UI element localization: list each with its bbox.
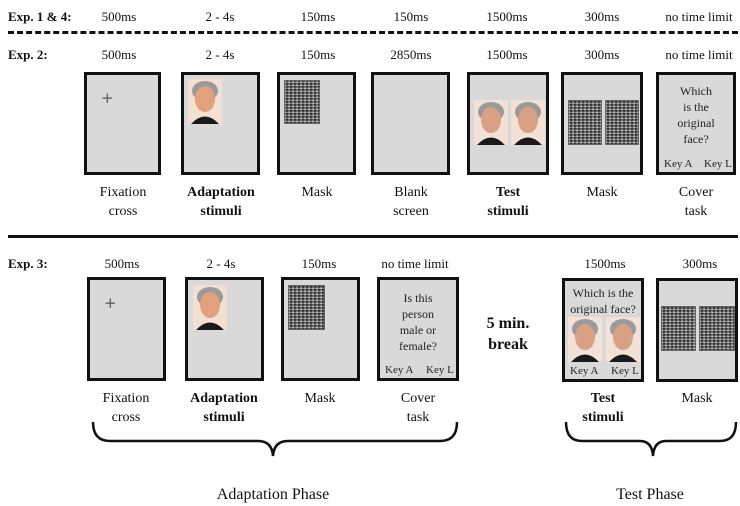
question-line: Which [680,84,712,98]
mask-noise-b-image [605,100,639,145]
cover-question-exp3: Is this person male or female? [380,290,456,354]
question-line: female? [399,339,437,353]
row3-timing-2: 2 - 4s [206,256,236,271]
row2-timing-2: 2 - 4s [205,47,235,62]
fixation-screen-exp3: + [87,277,166,381]
fixation-cross-exp3: + [104,294,117,312]
test-face-b-image-exp3 [606,317,640,362]
row1-timing-3: 150ms [300,9,336,24]
adaptation-phase-brace [91,421,459,457]
row1-timing-2: 2 - 4s [205,9,235,24]
key-l-label-exp3b: Key L [611,365,639,377]
question-line: is the [683,100,709,114]
question-line: Is this [403,291,433,305]
adaptation-screen-exp3 [185,277,264,381]
question-line: person [402,307,434,321]
mask-screen-2 [561,72,643,175]
test-face-a-image [474,100,508,145]
question-line: original [677,116,715,130]
key-l-label: Key L [704,158,732,170]
row3-timing-1: 500ms [104,256,140,271]
cover-task-screen: Which is the original face? Key A Key L [656,72,736,175]
question-line: male or [399,323,437,337]
fixation-screen: + [84,72,161,175]
row3-timing-6: 300ms [682,256,718,271]
key-a-label: Key A [664,158,693,170]
test-face-a-image-exp3 [568,317,602,362]
adaptation-screen [181,72,260,175]
caption-mask-exp3: Mask [304,391,336,406]
caption-mask-exp3b: Mask [681,391,713,406]
mask-screen-exp3b [656,278,738,382]
test-screen-exp3: Which is the original face? Key A Key L [562,278,644,382]
row2-timing-5: 1500ms [486,47,528,62]
row3-timing-5: 1500ms [584,256,626,271]
mask-noise-image-exp3 [288,285,325,330]
solid-separator [8,235,738,238]
row2-label: Exp. 2: [8,47,48,62]
mask-noise-a-image-exp3 [661,306,696,351]
row2-timing-4: 2850ms [390,47,432,62]
cover-task-screen-exp3: Is this person male or female? Key A Key… [377,277,459,381]
question-line: Which is the [572,286,634,300]
mask-screen [277,72,356,175]
fixation-cross: + [101,89,114,107]
row1-timing-5: 1500ms [486,9,528,24]
mask-noise-image [284,80,320,124]
question-line: original face? [570,302,636,316]
mask-screen-exp3 [281,277,360,381]
row1-timing-7: no time limit [665,9,733,24]
caption-mask: Mask [301,185,333,200]
adaptation-face-image [188,79,222,124]
row3-label: Exp. 3: [8,256,48,271]
key-a-label-exp3b: Key A [570,365,599,377]
dashed-separator [8,31,738,34]
cover-question: Which is the original face? [659,83,733,147]
row1-timing-4: 150ms [393,9,429,24]
test-phase-label: Test Phase [616,486,684,503]
break-label: 5 min.break [486,315,530,353]
blank-screen [371,72,450,175]
row1-timing-6: 300ms [584,9,620,24]
row3-timing-4: no time limit [381,256,449,271]
test-screen [467,72,549,175]
mask-noise-a-image [568,100,602,145]
caption-mask-2: Mask [586,185,618,200]
row2-timing-7: no time limit [665,47,733,62]
key-l-label-exp3: Key L [426,364,454,376]
question-line: face? [683,132,709,146]
row2-timing-3: 150ms [300,47,336,62]
mask-noise-b-image-exp3 [699,306,735,351]
row2-timing-6: 300ms [584,47,620,62]
row1-label: Exp. 1 & 4: [8,9,72,24]
row2-timing-1: 500ms [101,47,137,62]
row3-timing-3: 150ms [301,256,337,271]
row1-timing-1: 500ms [101,9,137,24]
adaptation-phase-label: Adaptation Phase [216,486,330,503]
test-phase-brace [564,421,738,457]
key-a-label-exp3: Key A [385,364,414,376]
adaptation-face-image-exp3 [193,285,227,330]
test-question-exp3: Which is the original face? [565,285,641,317]
test-face-b-image [511,100,545,145]
